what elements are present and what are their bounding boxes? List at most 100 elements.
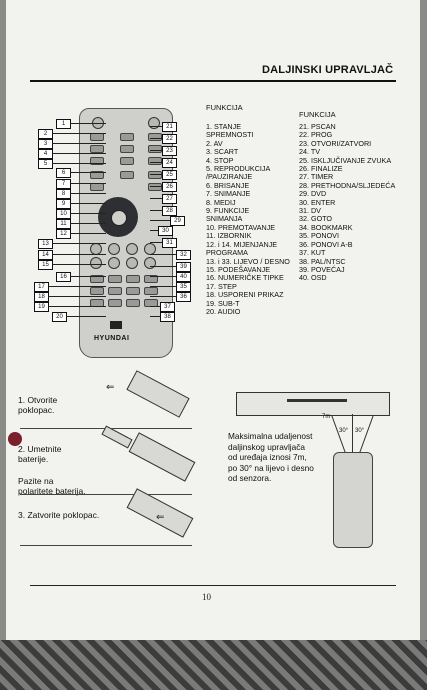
numeric-key-drawing	[126, 257, 138, 269]
function-list-item: 30. ENTER	[299, 197, 336, 207]
angle-right-label: 30°	[355, 428, 365, 434]
callout-right: 39	[176, 262, 191, 272]
callout-right: 22	[162, 134, 177, 144]
function-list-item: 1. STANJE	[206, 122, 242, 131]
range-line-center	[352, 414, 353, 454]
polarity-note: Pazite na polaritete baterija.	[18, 476, 86, 496]
callout-leader-line	[52, 243, 106, 244]
remote-key-drawing	[144, 287, 158, 295]
callout-left: 2	[38, 129, 53, 139]
remote-key-drawing	[90, 145, 104, 153]
function-list-item: 39. POVEĆAJ	[299, 264, 345, 274]
remote-key-drawing	[126, 299, 140, 307]
callout-left: 14	[38, 250, 53, 260]
function-list-item: 25. ISKLJUČIVANJE ZVUKA	[299, 155, 392, 165]
callout-leader-line	[48, 296, 106, 297]
remote-key-drawing	[148, 133, 162, 141]
callout-left: 4	[38, 149, 53, 159]
function-list-item: 31. DV	[299, 206, 321, 216]
callout-right: 24	[162, 158, 177, 168]
callout-left: 16	[56, 272, 71, 282]
callout-right: 23	[162, 146, 177, 156]
callout-right: 32	[176, 250, 191, 260]
angle-left-label: 30°	[339, 428, 349, 434]
callout-leader-line	[52, 153, 106, 154]
tablecloth-background	[0, 640, 427, 690]
function-list-item: 13. i 33. LIJEVO / DESNO	[206, 256, 290, 266]
slide-arrow-icon: ⇐	[106, 382, 115, 393]
callout-leader-line	[150, 242, 162, 243]
callout-left: 8	[56, 189, 71, 199]
remote-key-drawing	[120, 157, 134, 165]
callout-leader-line	[52, 163, 106, 164]
callout-left: 7	[56, 179, 71, 189]
remote-key-drawing	[90, 183, 104, 191]
step-1-text: 1. Otvorite poklopac.	[18, 395, 58, 415]
function-list-item: /PAUZIRANJE	[206, 172, 253, 182]
remote-key-drawing	[148, 183, 162, 191]
remote-brand-label: HYUNDAI	[94, 335, 130, 342]
function-list-item: 12. i 14. MIJENJANJE	[206, 239, 278, 249]
callout-leader-line	[66, 316, 106, 317]
function-list-item: 38. PAL/NTSC	[299, 256, 346, 266]
eject-button-drawing	[148, 117, 160, 129]
function-list-item: 15. PODEŠAVANJE	[206, 264, 271, 274]
remote-key-drawing	[108, 299, 122, 307]
callout-left: 6	[56, 168, 71, 178]
callout-leader-line	[52, 254, 106, 255]
callout-left: 15	[38, 260, 53, 270]
callout-leader-line	[52, 264, 106, 265]
title-rule	[30, 80, 396, 82]
numeric-key-drawing	[144, 257, 156, 269]
callout-leader-line	[70, 193, 106, 194]
callout-leader-line	[150, 306, 160, 307]
page-title: DALJINSKI UPRAVLJAČ	[262, 64, 394, 76]
callout-leader-line	[70, 223, 106, 224]
function-list-item: 2. AV	[206, 138, 223, 148]
callout-leader-line	[70, 123, 106, 124]
remote-key-drawing	[90, 275, 104, 283]
callout-leader-line	[150, 186, 162, 187]
function-list-item: 4. STOP	[206, 155, 234, 165]
function-list-item: 28. PRETHODNA/SLJEDEĆA	[299, 180, 396, 190]
callout-leader-line	[150, 150, 162, 151]
callout-right: 37	[160, 302, 175, 312]
numeric-key-drawing	[90, 257, 102, 269]
function-list-item: 3. SCART	[206, 147, 239, 157]
callout-leader-line	[150, 254, 176, 255]
callout-leader-line	[150, 220, 170, 221]
function-list-item: 35. PONOVI	[299, 231, 339, 241]
callout-right: 21	[162, 122, 177, 132]
remote-key-drawing	[108, 287, 122, 295]
function-list-item: SNIMANJA	[206, 214, 243, 224]
callout-leader-line	[52, 143, 106, 144]
callout-left: 10	[56, 209, 71, 219]
callout-leader-line	[150, 174, 162, 175]
callout-leader-line	[150, 230, 158, 231]
function-list-item: 18. USPORENI PRIKAZ	[206, 290, 284, 300]
function-list-item: 11. IZBORNIK	[206, 231, 252, 241]
function-list-item: 6. BRISANJE	[206, 180, 250, 190]
callout-left: 11	[56, 219, 71, 229]
callout-right: 30	[158, 226, 173, 236]
finger-mark	[8, 432, 22, 446]
callout-left: 17	[34, 282, 49, 292]
remote-key-drawing	[120, 171, 134, 179]
callout-left: 19	[34, 302, 49, 312]
function-list-item: 40. OSD	[299, 273, 327, 283]
numeric-key-drawing	[108, 257, 120, 269]
function-list-item: 8. MEDIJ	[206, 197, 236, 207]
function-list-item: 34. BOOKMARK	[299, 222, 353, 232]
callout-right: 31	[162, 238, 177, 248]
function-list-item: 23. OTVORI/ZATVORI	[299, 138, 372, 148]
callout-left: 5	[38, 159, 53, 169]
callout-left: 9	[56, 199, 71, 209]
enter-key-drawing	[111, 210, 127, 226]
footer-rule	[30, 585, 396, 586]
callout-right: 38	[160, 312, 175, 322]
remote-key-drawing	[148, 145, 162, 153]
callout-left: 13	[38, 239, 53, 249]
callout-leader-line	[150, 162, 162, 163]
callout-leader-line	[150, 266, 176, 267]
